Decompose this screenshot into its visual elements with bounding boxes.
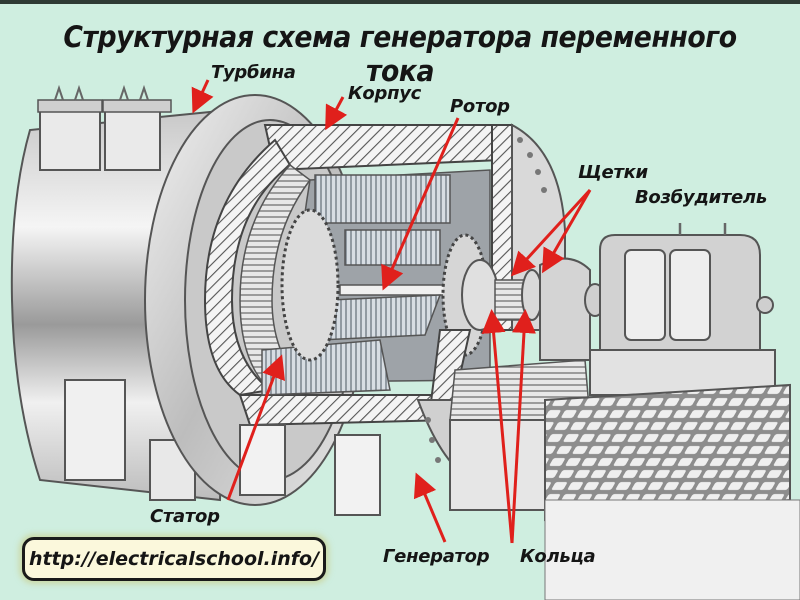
- label-generator: Генератор: [383, 546, 490, 567]
- label-housing: Корпус: [348, 83, 422, 104]
- label-rotor: Ротор: [450, 96, 510, 117]
- arrow-generator: [413, 472, 447, 543]
- source-url-box: http://electricalschool.info/: [22, 537, 326, 581]
- exciter-drawing: [544, 223, 800, 600]
- diagram-title: Структурная схема генератора переменного…: [63, 20, 737, 88]
- label-turbine: Турбина: [211, 62, 296, 83]
- arrow-brush-2: [542, 189, 592, 274]
- label-stator: Статор: [150, 506, 220, 527]
- arrow-stator: [226, 354, 285, 501]
- source-url-text: http://electricalschool.info/: [28, 548, 320, 570]
- arrow-housing: [325, 96, 348, 131]
- arrow-turbine: [191, 79, 214, 114]
- pointer-arrows: [191, 79, 592, 544]
- arrow-brush-1: [510, 188, 592, 277]
- label-rings: Кольца: [520, 546, 596, 567]
- top-border-bar: [0, 0, 800, 4]
- label-exciter: Возбудитель: [635, 187, 767, 208]
- arrow-ring-1: [481, 309, 514, 544]
- label-brushes: Щетки: [578, 162, 648, 183]
- arrow-ring-2: [510, 309, 536, 544]
- arrow-rotor: [381, 117, 460, 291]
